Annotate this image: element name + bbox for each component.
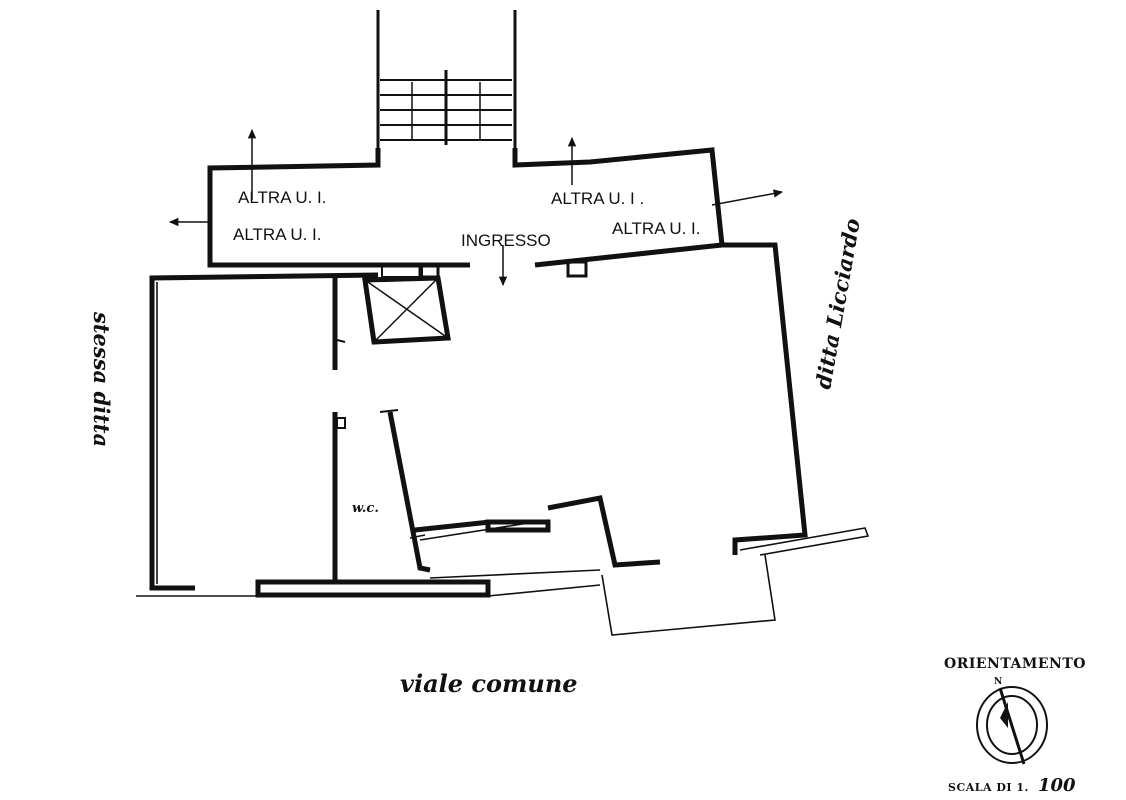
direction-arrows: [168, 128, 784, 287]
bottom-wall: [255, 519, 551, 598]
north-mark: N: [994, 677, 1003, 687]
label-scala-value: 100: [1038, 775, 1076, 796]
label-altra-ui-4: ALTRA U. I.: [612, 219, 701, 238]
orientation-block: ORIENTAMENTO N SCALA DI 1. 100: [944, 656, 1086, 796]
label-altra-ui-3: ALTRA U. I .: [551, 189, 644, 208]
label-altra-ui-1: ALTRA U. I.: [238, 188, 327, 207]
label-ditta-licciardo: ditta Licciardo: [810, 217, 865, 391]
landing-walls: [207, 147, 725, 268]
thin-walls: [136, 282, 870, 636]
compass-icon: [976, 686, 1048, 765]
label-scala: SCALA DI 1.: [948, 781, 1029, 794]
label-altra-ui-2: ALTRA U. I.: [233, 225, 322, 244]
lift-shaft: [362, 263, 451, 345]
apartment-walls: [149, 242, 808, 591]
label-stessa-ditta: stessa ditta: [89, 311, 114, 447]
label-ingresso: INGRESSO: [461, 231, 551, 250]
label-wc: w.c.: [352, 501, 379, 516]
door-jambs: [336, 339, 399, 429]
staircase: [376, 10, 517, 148]
label-orientamento: ORIENTAMENTO: [944, 656, 1086, 672]
pillar: [566, 260, 588, 278]
label-viale-comune: viale comune: [400, 669, 578, 698]
